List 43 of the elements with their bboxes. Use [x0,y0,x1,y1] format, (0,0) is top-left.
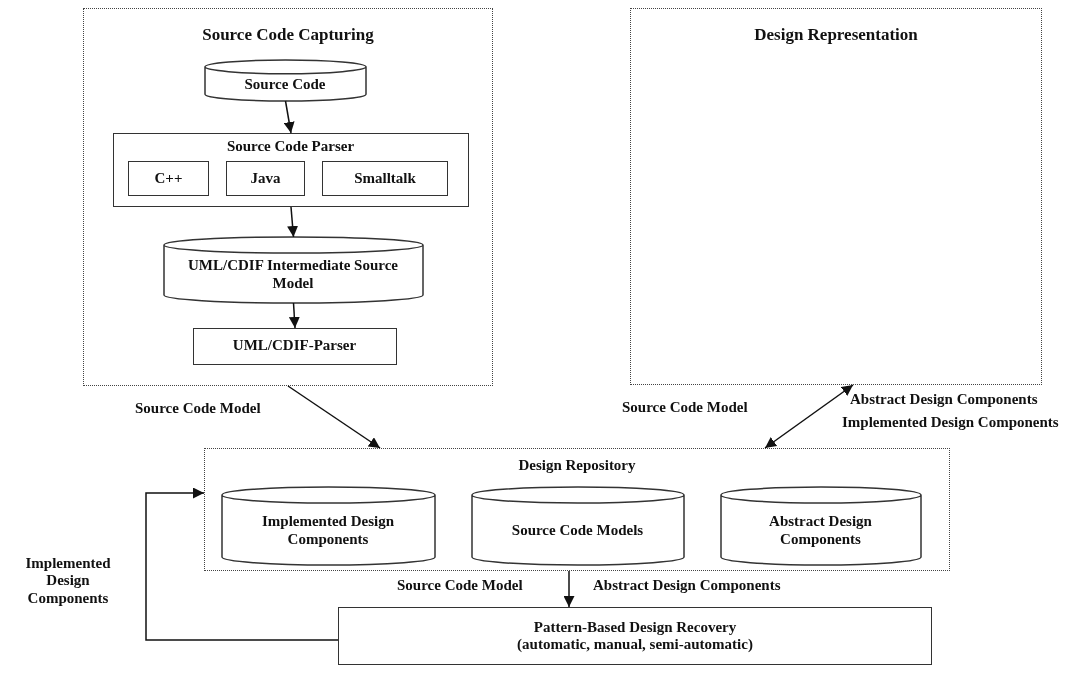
database-cylinder [719,486,922,565]
node-label: Pattern-Based Design Recovery [533,618,737,636]
arrow [283,100,295,134]
flow-label: Abstract Design Components [593,577,781,595]
node-label: Source Code Models [511,521,644,540]
heading: Source Code Parser [225,137,356,155]
arrow [764,384,854,449]
database-cylinder [220,486,436,565]
heading: Design Representation [753,25,919,45]
repository-frame [204,448,950,571]
subtitle: (automatic, manual, semi-automatic) [517,636,753,654]
node-label: Java [250,169,281,188]
node-label: UML/CDIF-Parser [232,337,357,355]
container-frame [630,8,1042,385]
node-label: Smalltalk [354,169,416,188]
flow-label: Source Code Model [622,399,748,417]
heading: Source Code Capturing [201,25,375,45]
database-cylinder [162,236,424,303]
language-box [226,161,305,196]
edge-label: Source Code Model [135,400,261,418]
node-label: Implemented Design Components [260,513,396,548]
node-label: UML/CDIF Intermediate Source Model [187,257,399,292]
process-box [338,607,932,665]
arrow [288,302,300,329]
flow-label: Source Code Model [397,577,523,595]
container-frame [83,8,493,386]
node-label: Abstract Design Components [768,513,873,548]
process-box [192,327,397,365]
node-label: Source Code [244,75,326,94]
database-cylinder [470,486,685,565]
database-cylinder [203,59,367,101]
node-label: C++ [154,169,183,188]
arrow [563,570,575,608]
heading: Design Repository [517,457,637,475]
flow-label: Implemented Design Components [842,414,1059,432]
edge-label: Implemented Design Components [24,555,112,607]
parser-box [112,132,469,207]
language-box [322,161,448,196]
arrow [145,487,339,641]
arrow [287,385,381,449]
language-box [128,161,209,196]
flow-label: Abstract Design Components [850,391,1038,409]
arrow [287,206,299,238]
